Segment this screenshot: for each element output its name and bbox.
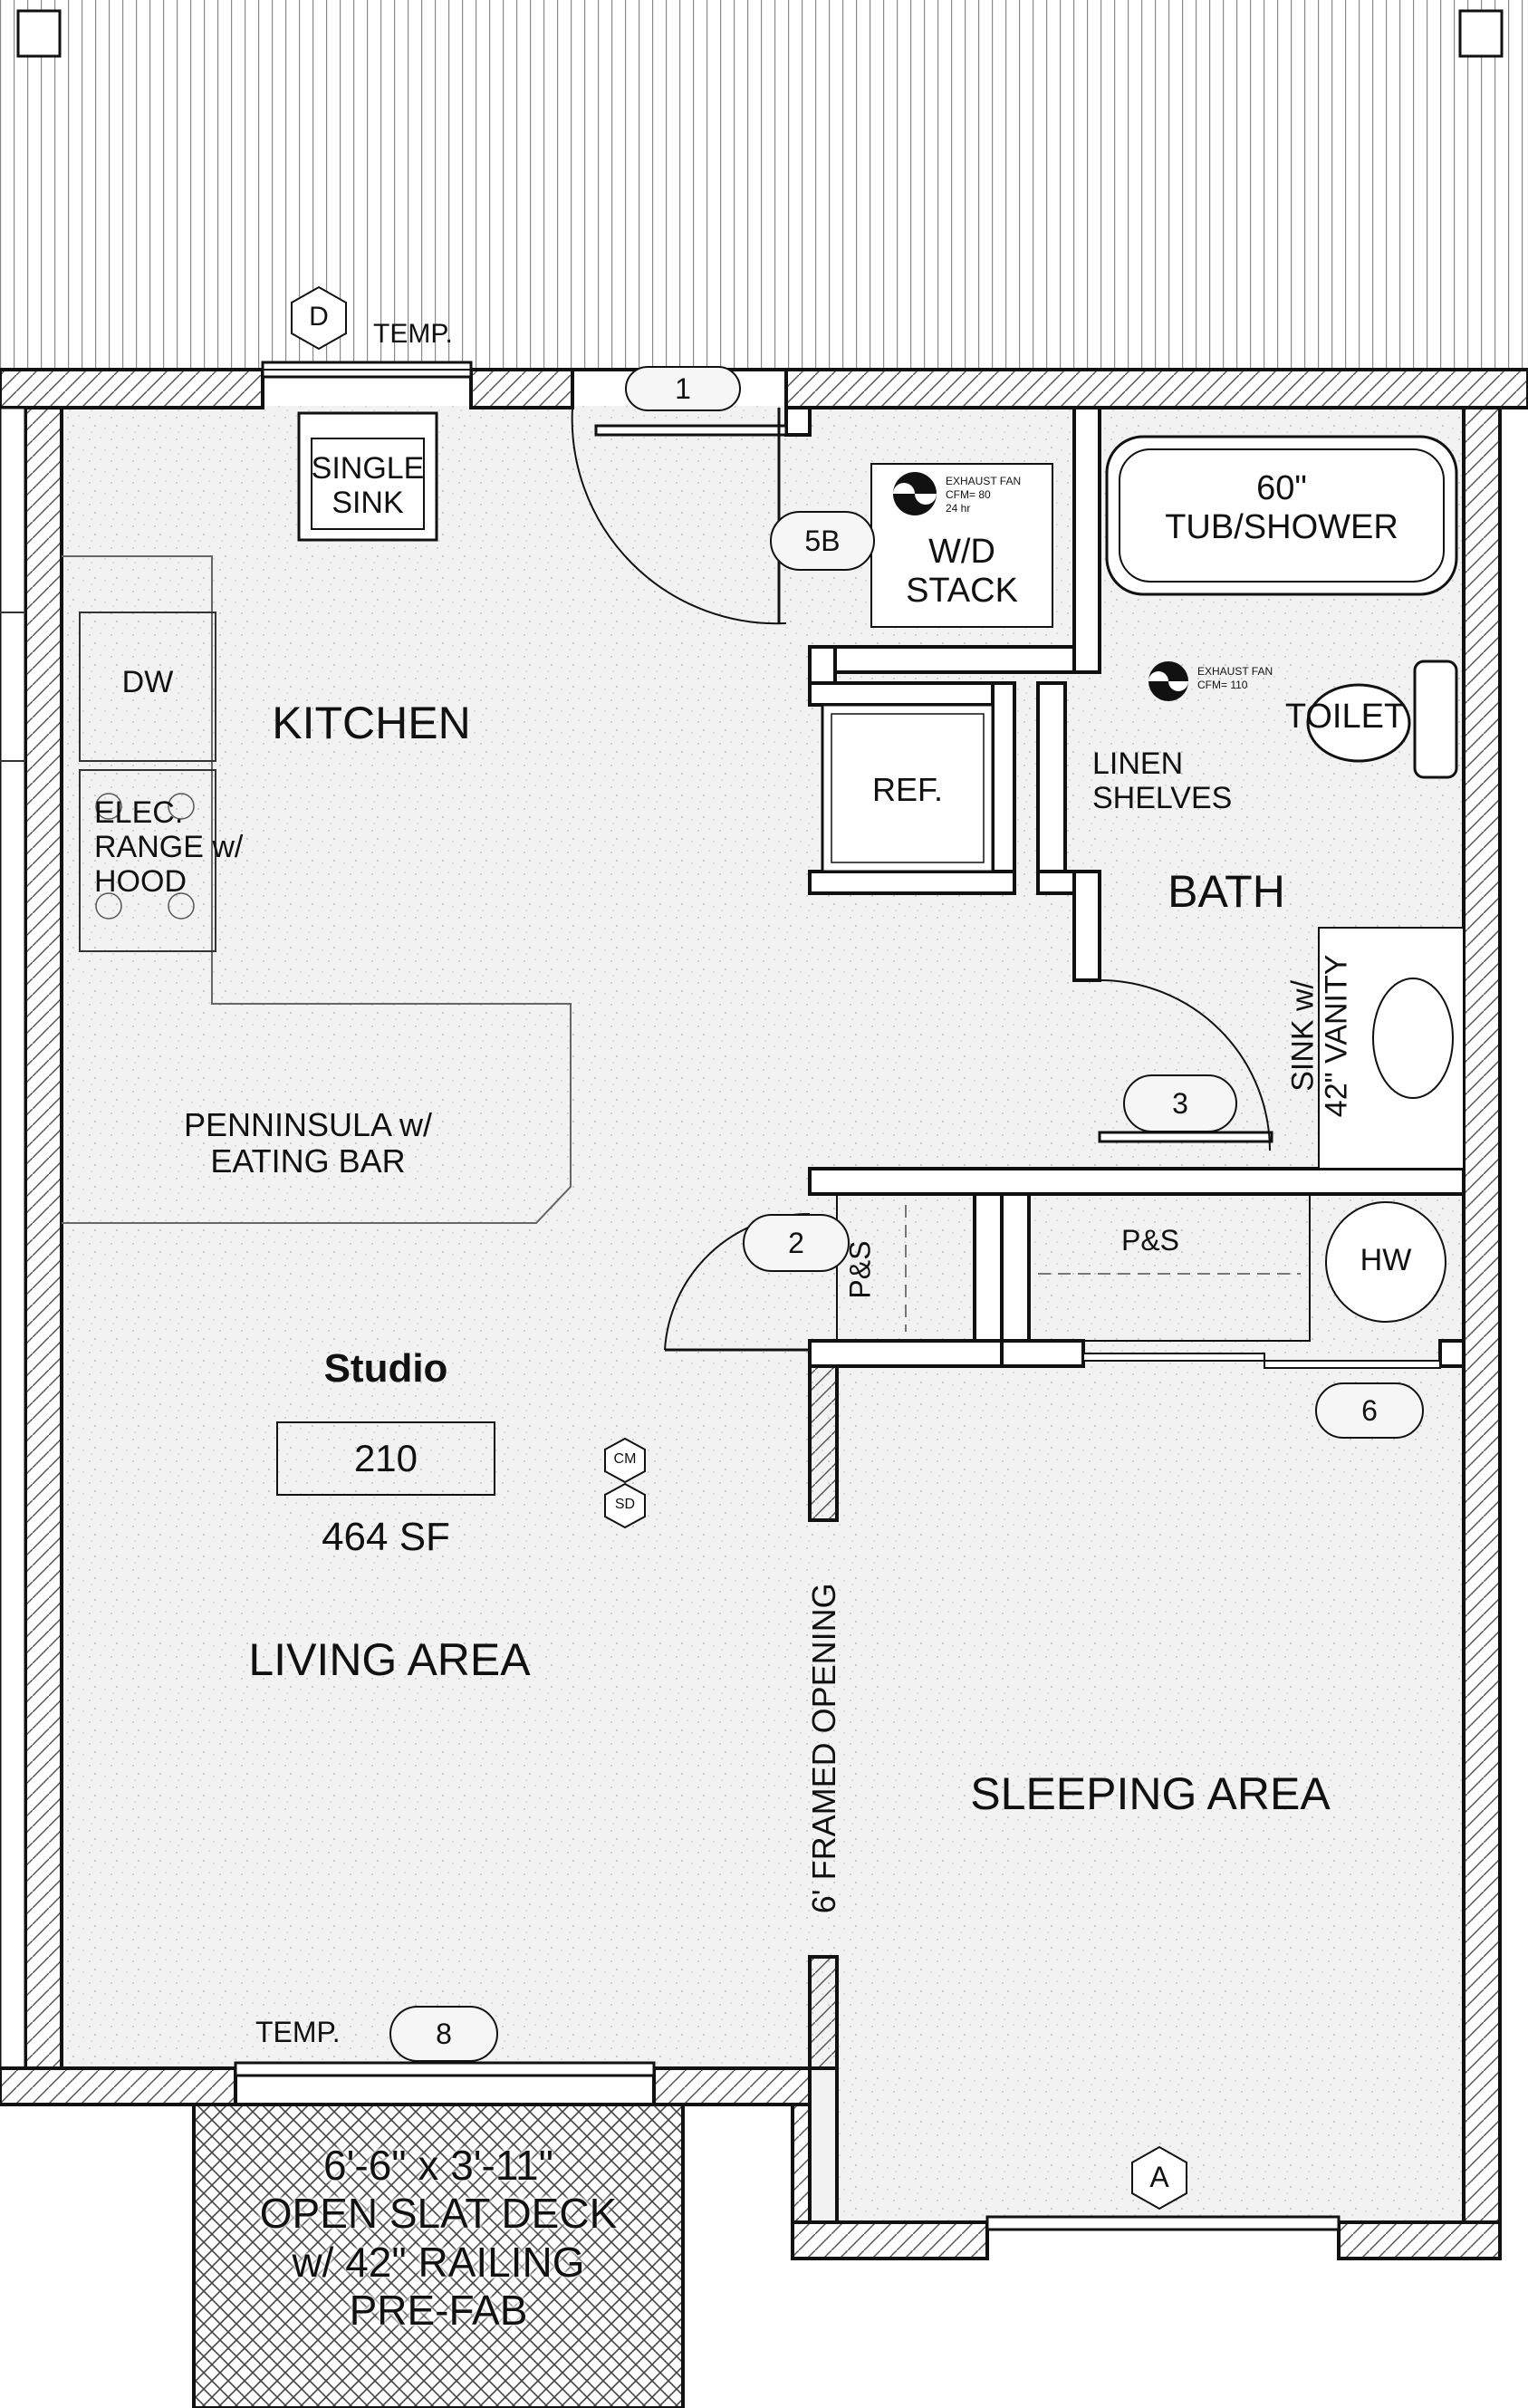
window-d-tag: D [309,302,329,332]
door-6-leaf [1082,1353,1265,1362]
ps-closet-left [836,1193,975,1342]
door-3-leaf [1098,1131,1273,1143]
cm-tag: CM [613,1451,637,1467]
room-number-box [276,1421,495,1496]
window-sleeping-bottom [985,2215,1341,2231]
ref-label: REF. [871,771,943,808]
corner-post-left [16,9,62,58]
unit-area: 464 SF [322,1515,450,1559]
vanity-label: SINK w/ 42" VANITY [1285,954,1354,1118]
toilet-label: TOILET [1284,698,1406,736]
door-6-tag[interactable]: 6 [1315,1382,1424,1439]
bath-label: BATH [1168,866,1285,917]
window-living-bottom [234,2061,656,2077]
peninsula-label: PENNINSULA w/ EATING BAR [183,1106,433,1180]
door-3-tag[interactable]: 3 [1123,1074,1237,1132]
door-2-tag[interactable]: 2 [743,1214,850,1272]
range-label: ELEC. RANGE w/ HOOD [94,795,244,900]
sd-hexagon [604,1482,646,1529]
dw-label: DW [121,665,174,699]
kitchen-label: KITCHEN [272,698,471,748]
door-1-tag[interactable]: 1 [625,366,741,411]
door-8-tag[interactable]: 8 [389,2006,498,2062]
exhaust-fan-2-label: EXHAUST FAN CFM= 110 [1197,665,1273,691]
sd-tag: SD [614,1497,636,1512]
ps-closet-right [1028,1193,1311,1342]
corner-post-right [1458,9,1504,58]
tub-label: 60" TUB/SHOWER [1165,469,1398,546]
unit-number: 210 [353,1437,418,1479]
ps-right-label: P&S [1120,1224,1180,1257]
window-a-tag: A [1149,2161,1169,2193]
refrigerator [821,703,995,873]
kitchen-counter [62,555,572,1224]
cm-hexagon [604,1437,646,1484]
temp-label-bottom: TEMP. [255,2016,341,2048]
temp-label-top: TEMP. [373,319,453,349]
deck [192,2103,685,2408]
wd-stack-label: W/D STACK [906,533,1018,610]
living-area-label: LIVING AREA [248,1634,531,1685]
tub-shower [1105,435,1458,596]
ps-left-label: P&S [843,1240,877,1299]
unit-name: Studio [323,1346,448,1391]
deck-label: 6'-6" x 3'-11" OPEN SLAT DECK w/ 42" RAI… [259,2142,618,2335]
window-a-hexagon [1131,2145,1187,2211]
water-heater [1325,1201,1446,1323]
exhaust-fan-1-label: EXHAUST FAN CFM= 80 24 hr [946,475,1022,515]
door-1-leaf [594,424,788,437]
linen-label: LINEN SHELVES [1092,746,1233,816]
hw-label: HW [1360,1243,1412,1277]
door-5b-tag[interactable]: 5B [770,511,875,571]
sleeping-area-label: SLEEPING AREA [970,1768,1331,1819]
window-d-hexagon [291,285,347,351]
dishwasher [79,612,216,762]
single-sink-label: SINGLE SINK [311,451,425,521]
roof-overhang [0,0,1528,370]
toilet-bowl [1306,683,1411,763]
range [79,769,216,952]
framed-opening-label: 6' FRAMED OPENING [805,1583,843,1914]
single-sink [297,411,438,542]
